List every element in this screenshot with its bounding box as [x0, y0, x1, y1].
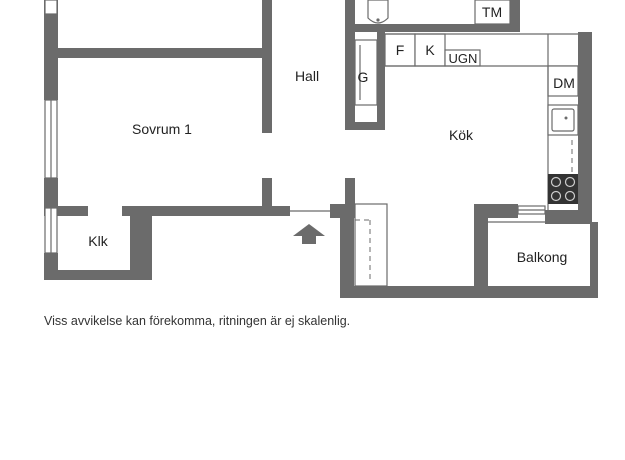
toilet-icon	[367, 0, 389, 24]
room-label-sovrum: Sovrum 1	[132, 121, 192, 137]
room-label-balkong: Balkong	[517, 249, 568, 265]
storage-dashed	[354, 203, 388, 287]
floor-plan: TM G F K UGN DM Sovrum 1 H	[44, 0, 598, 298]
room-label-kok: Kök	[449, 127, 474, 143]
washing-machine-label: TM	[482, 4, 502, 20]
room-label-hall: Hall	[295, 68, 319, 84]
sink-icon	[547, 104, 579, 136]
room-label-klk: Klk	[88, 233, 108, 249]
closet-label: G	[358, 69, 369, 85]
dishwasher-label: DM	[553, 75, 575, 91]
windows-left	[44, 0, 58, 254]
walls-right	[330, 0, 598, 298]
fridge-label: F	[396, 42, 405, 58]
stove-icon	[548, 174, 578, 204]
oven-label: UGN	[449, 51, 478, 66]
freezer-label: K	[425, 42, 435, 58]
disclaimer-text: Viss avvikelse kan förekomma, ritningen …	[44, 314, 351, 328]
walls-left	[44, 0, 290, 280]
entrance-arrow-icon	[293, 224, 325, 244]
washing-machine-box	[474, 0, 511, 25]
